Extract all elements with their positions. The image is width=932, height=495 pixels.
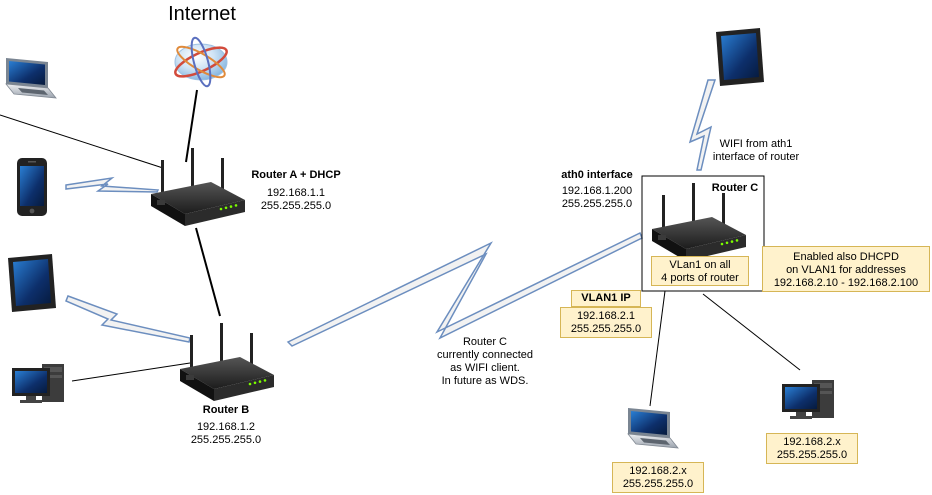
router-c-name: Router C bbox=[711, 182, 759, 194]
vlan-mask: 255.255.255.0 bbox=[570, 323, 642, 335]
internet-label: Internet bbox=[168, 3, 236, 25]
router-c-box bbox=[641, 175, 765, 292]
vlan-ports-line-2: 4 ports of router bbox=[661, 272, 739, 284]
phone-icon bbox=[17, 158, 47, 216]
wds-line-3: as WIFI client. bbox=[450, 362, 520, 374]
laptop-icon-left bbox=[5, 57, 57, 99]
dhcpd-line-3: 192.168.2.10 - 192.168.2.100 bbox=[773, 277, 919, 289]
router-a-to-router-b-line bbox=[195, 227, 221, 317]
dhcpd-line-1: Enabled also DHCPD bbox=[793, 251, 899, 263]
dhcpd-line-2: on VLAN1 for addresses bbox=[786, 264, 906, 276]
ath0-title: ath0 interface bbox=[561, 169, 633, 181]
vlan-ports-line-1: VLan1 on all bbox=[669, 259, 731, 271]
vlan-laptop-ip: 192.168.2.x bbox=[629, 465, 687, 477]
desktop-to-router-b-line bbox=[71, 362, 191, 382]
tablet-wireless-link bbox=[65, 295, 191, 343]
router-c-to-laptop-line bbox=[649, 290, 666, 407]
phone-wireless-link bbox=[65, 176, 160, 193]
vlan-desktop-mask: 255.255.255.0 bbox=[776, 449, 848, 461]
vlan-ip: 192.168.2.1 bbox=[576, 310, 636, 322]
dhcpd-note: Enabled also DHCPD on VLAN1 for addresse… bbox=[762, 246, 930, 292]
tablet-icon-left bbox=[8, 254, 56, 312]
internet-icon bbox=[174, 36, 228, 88]
vlan-ports-note: VLan1 on all 4 ports of router bbox=[651, 256, 749, 286]
router-c-wifi-link bbox=[688, 79, 717, 171]
router-b-mask: 255.255.255.0 bbox=[190, 434, 262, 446]
ath0-mask: 255.255.255.0 bbox=[561, 198, 633, 210]
vlan-ip-note: 192.168.2.1 255.255.255.0 bbox=[560, 307, 652, 338]
laptop-icon-vlan bbox=[627, 407, 679, 449]
vlan-ip-title: VLAN1 IP bbox=[571, 290, 641, 307]
desktop-icon-left bbox=[12, 364, 64, 403]
wifi-line-1: WIFI from ath1 bbox=[719, 138, 793, 150]
vlan-desktop-ip: 192.168.2.x bbox=[783, 436, 841, 448]
desktop-icon-vlan bbox=[782, 380, 834, 419]
router-b-ip: 192.168.1.2 bbox=[196, 421, 256, 433]
router-a-mask: 255.255.255.0 bbox=[260, 200, 332, 212]
tablet-icon-top bbox=[716, 28, 764, 86]
router-a-ip: 192.168.1.1 bbox=[266, 187, 326, 199]
internet-to-router-a-line bbox=[185, 89, 198, 163]
wds-line-2: currently connected bbox=[437, 349, 533, 361]
router-a-name: Router A + DHCP bbox=[251, 169, 341, 181]
ath0-ip: 192.168.1.200 bbox=[561, 185, 633, 197]
wifi-line-2: interface of router bbox=[712, 151, 800, 163]
vlan-laptop-note: 192.168.2.x 255.255.255.0 bbox=[612, 462, 704, 493]
router-b-name: Router B bbox=[202, 404, 250, 416]
router-b-icon bbox=[180, 323, 274, 401]
router-c-to-desktop-line bbox=[702, 293, 801, 371]
vlan-laptop-mask: 255.255.255.0 bbox=[622, 478, 694, 490]
vlan-desktop-note: 192.168.2.x 255.255.255.0 bbox=[766, 433, 858, 464]
wds-line-4: In future as WDS. bbox=[441, 375, 529, 387]
wds-line-1: Router C bbox=[462, 336, 508, 348]
laptop-to-router-a-line bbox=[0, 114, 164, 169]
router-a-icon bbox=[151, 148, 245, 226]
